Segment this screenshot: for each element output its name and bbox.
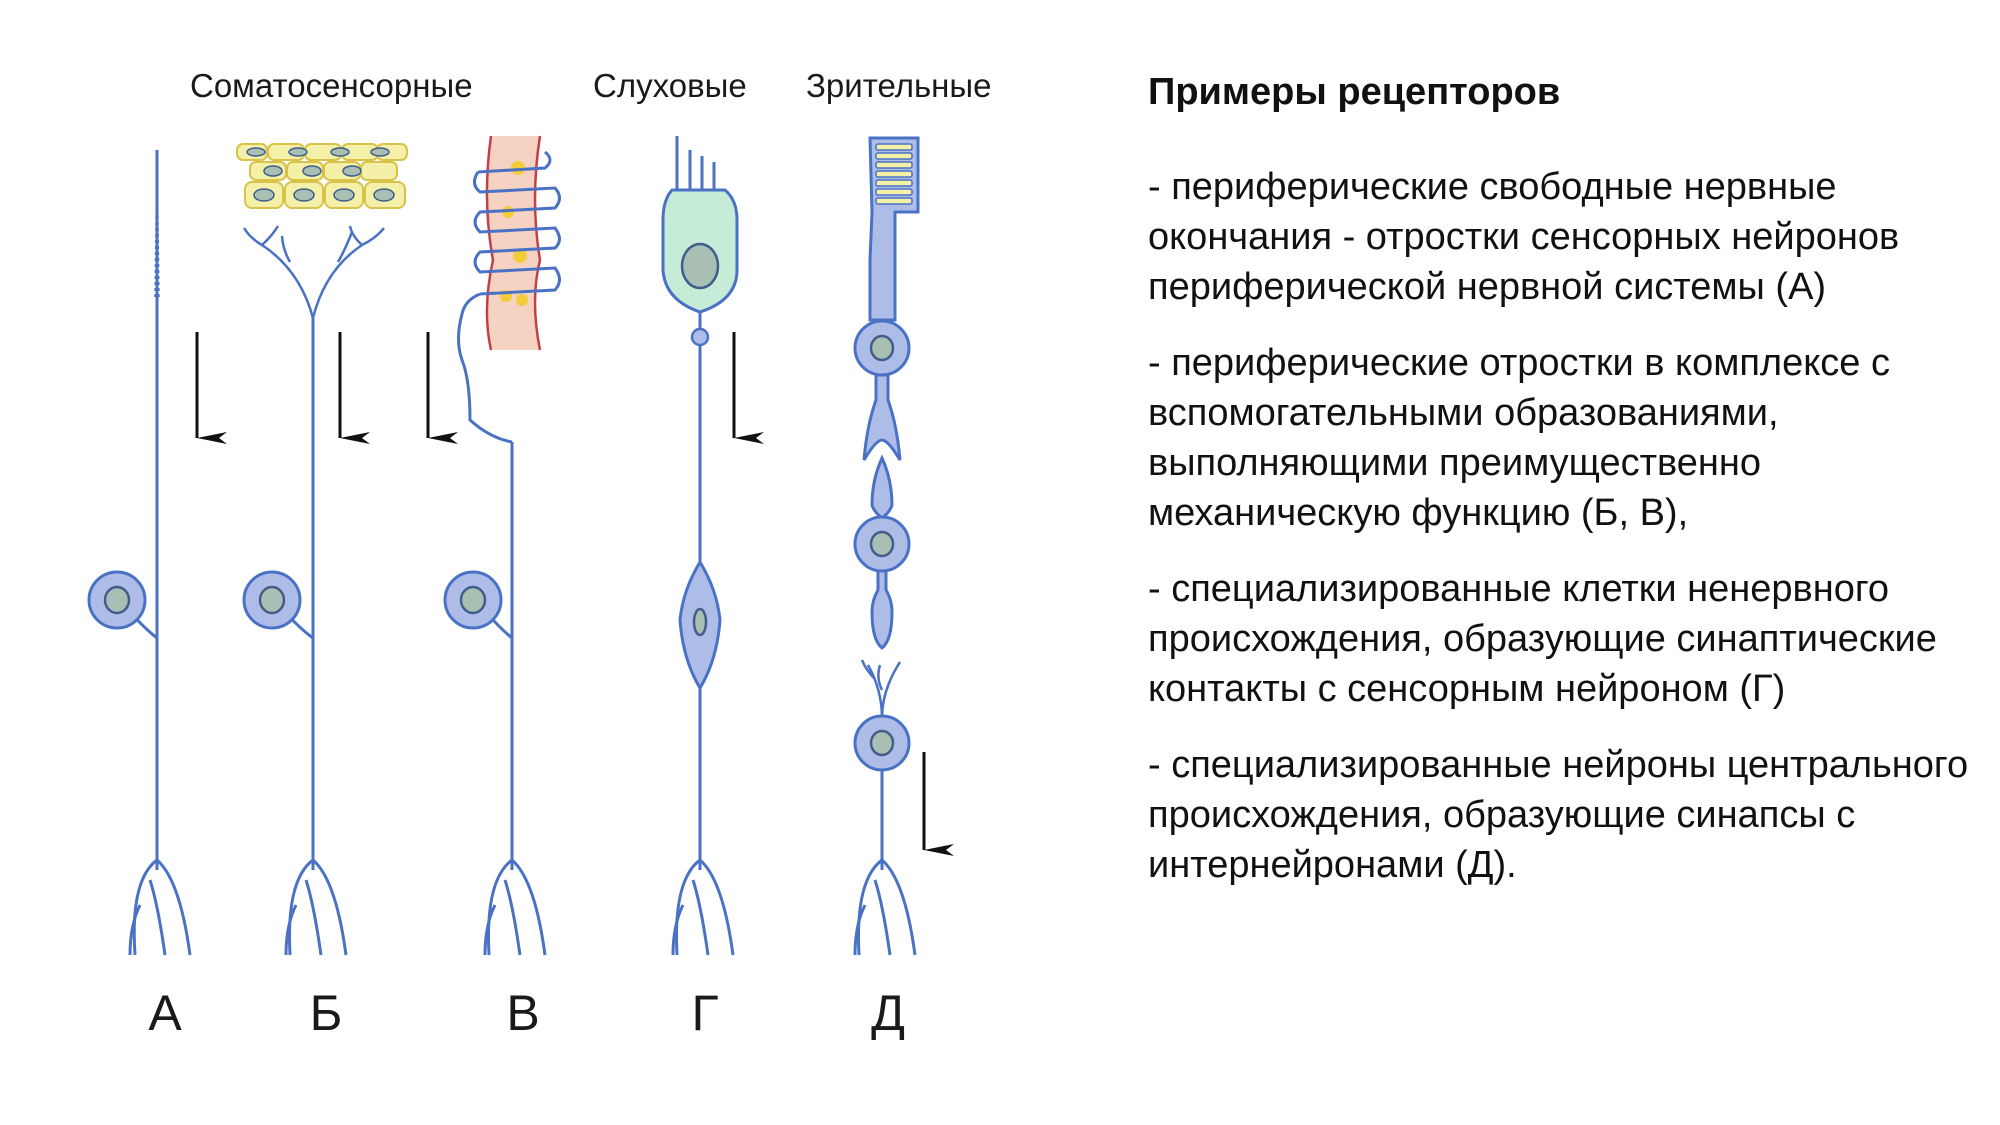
spindle-nuclei-v <box>500 161 528 306</box>
example-item-central-neurons: - специализированные нейроны центральног… <box>1148 744 1969 886</box>
bipolar-dendrite-d <box>870 454 894 520</box>
ganglion-dendrites-d <box>860 659 902 719</box>
terminal-branches-v <box>483 858 547 956</box>
rod-discs-d <box>875 143 913 205</box>
bipolar-terminal-d <box>870 569 894 650</box>
annulospiral-ending-v <box>457 150 561 444</box>
category-label-visual: Зрительные <box>806 67 991 104</box>
letter-a: А <box>148 985 182 1041</box>
synapse-g <box>690 327 710 347</box>
photoreceptor-terminal-d <box>862 373 902 461</box>
letter-b: Б <box>310 985 343 1041</box>
category-label-auditory: Слуховые <box>593 67 747 104</box>
receptor-examples-panel: Примеры рецепторов - периферические своб… <box>1148 60 1978 916</box>
terminal-branches-b <box>284 858 348 956</box>
skin-cells-b <box>236 143 408 209</box>
photoreceptor-nucleus-d <box>869 334 895 362</box>
receptor-a <box>87 149 227 956</box>
terminal-branches-g <box>671 858 735 956</box>
category-label-somatosensory: Соматосенсорные <box>190 67 473 104</box>
bipolar-nucleus-g <box>692 607 708 637</box>
panel-title: Примеры рецепторов <box>1148 71 1561 113</box>
free-ending-a <box>154 149 160 301</box>
example-item-non-neural-cells: - специализированные клетки ненервного п… <box>1148 568 1937 710</box>
terminal-branches-d <box>853 858 917 956</box>
bipolar-nucleus-d <box>869 530 895 558</box>
receptor-b <box>236 143 408 956</box>
receptor-g <box>661 136 764 956</box>
dendrite-tree-b <box>242 225 385 319</box>
letter-d: Д <box>871 985 905 1041</box>
nucleus-a <box>103 585 131 615</box>
terminal-branches-a <box>128 858 192 956</box>
receptor-diagram: Соматосенсорные Слуховые Зрительные <box>87 67 991 1041</box>
letter-v: В <box>506 985 539 1041</box>
nucleus-v <box>459 585 487 615</box>
ganglion-nucleus-d <box>869 729 895 757</box>
receptor-d <box>853 136 954 956</box>
example-item-accessory-structures: - периферические отростки в комплексе с … <box>1148 342 1890 534</box>
letter-g: Г <box>691 985 718 1041</box>
nucleus-b <box>258 585 286 615</box>
example-item-free-endings: - периферические свободные нервные оконч… <box>1148 166 1900 308</box>
hair-cell-nucleus-g <box>680 242 720 290</box>
receptor-v <box>426 135 561 956</box>
stereocilia-g <box>675 136 716 192</box>
